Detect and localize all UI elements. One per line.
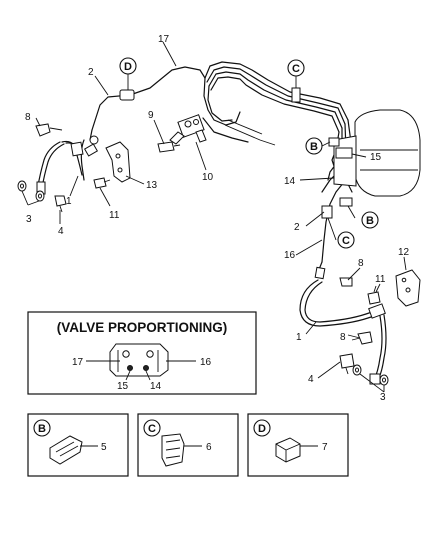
callout-12: 12 — [398, 247, 410, 258]
valve-label-15: 15 — [117, 381, 129, 392]
valve-box-title: (VALVE PROPORTIONING) — [57, 320, 228, 335]
callout-2-top: 2 — [88, 67, 94, 78]
clip-c-right-on-line — [321, 205, 333, 219]
leader-lines — [21, 41, 407, 393]
callout-13: 13 — [146, 180, 158, 191]
callout-11-right: 11 — [375, 274, 386, 285]
valve-label-16: 16 — [200, 357, 212, 368]
bolt-9 — [157, 141, 181, 153]
callout-1-left: 1 — [66, 196, 72, 207]
left-clip-8 — [35, 123, 63, 137]
detail-b-number: 5 — [101, 442, 107, 453]
left-washers-3 — [17, 180, 45, 202]
left-bracket — [105, 141, 131, 183]
letter-callout-d-top: D — [119, 57, 137, 75]
proportioning-valve-assembly — [169, 114, 276, 146]
number-callouts: 17 2 9 8 3 1 4 11 13 10 15 14 2 16 12 8 … — [25, 34, 410, 403]
letter-c-right-text: C — [342, 235, 350, 247]
callout-8-right-bottom: 8 — [340, 332, 346, 343]
callout-17-top: 17 — [158, 34, 170, 45]
detail-d-number: 7 — [322, 442, 328, 453]
valve-proportioning-box: (VALVE PROPORTIONING) 17 16 15 14 — [27, 311, 257, 395]
letter-callout-b-right: B — [361, 211, 379, 229]
detail-c-letter: C — [148, 423, 156, 435]
letter-callout-c-right: C — [337, 231, 355, 249]
callout-4-right: 4 — [308, 374, 314, 385]
callout-9: 9 — [148, 110, 154, 121]
left-bolt-11 — [93, 177, 111, 189]
callout-2-right: 2 — [294, 222, 300, 233]
letter-b-right-text: B — [366, 215, 374, 227]
callout-1-right: 1 — [296, 332, 302, 343]
right-brake-hose — [299, 261, 387, 385]
callout-8-left: 8 — [25, 112, 31, 123]
left-bolt-4 — [54, 195, 67, 213]
right-bolt-4 — [339, 353, 355, 375]
callout-3-left: 3 — [26, 214, 32, 225]
callout-15: 15 — [370, 152, 382, 163]
callout-4-left: 4 — [58, 226, 64, 237]
right-clip-8-top — [339, 277, 353, 287]
letter-callout-b-mid: B — [305, 137, 323, 155]
callout-8-right-top: 8 — [358, 258, 364, 269]
right-bracket-12 — [395, 269, 421, 307]
clip-b-right-on-line — [339, 197, 353, 207]
clip-c-on-line — [291, 87, 301, 103]
callout-10: 10 — [202, 172, 214, 183]
valve-label-17: 17 — [72, 357, 84, 368]
detail-c-number: 6 — [206, 442, 212, 453]
clip-b-on-line — [328, 137, 340, 147]
detail-d-letter: D — [258, 423, 266, 435]
letter-d-text: D — [124, 61, 132, 73]
callout-11-left: 11 — [109, 210, 120, 221]
callout-3-right: 3 — [380, 392, 386, 403]
detail-box-b: B 5 — [27, 413, 129, 477]
valve-label-14: 14 — [150, 381, 162, 392]
letter-callout-c-top: C — [287, 59, 305, 77]
brake-booster — [333, 109, 421, 197]
right-bolt-11 — [367, 285, 381, 305]
detail-box-d: D 7 — [247, 413, 349, 477]
callout-16: 16 — [284, 250, 296, 261]
detail-b-letter: B — [38, 423, 46, 435]
detail-box-c: C 6 — [137, 413, 239, 477]
right-washers-3 — [352, 364, 389, 386]
clip-d-on-line — [119, 89, 135, 101]
letter-c-text: C — [292, 63, 300, 75]
letter-b-text: B — [310, 141, 318, 153]
right-clip-8-bottom — [351, 331, 373, 345]
left-brake-hose — [36, 135, 99, 195]
callout-14: 14 — [284, 176, 296, 187]
